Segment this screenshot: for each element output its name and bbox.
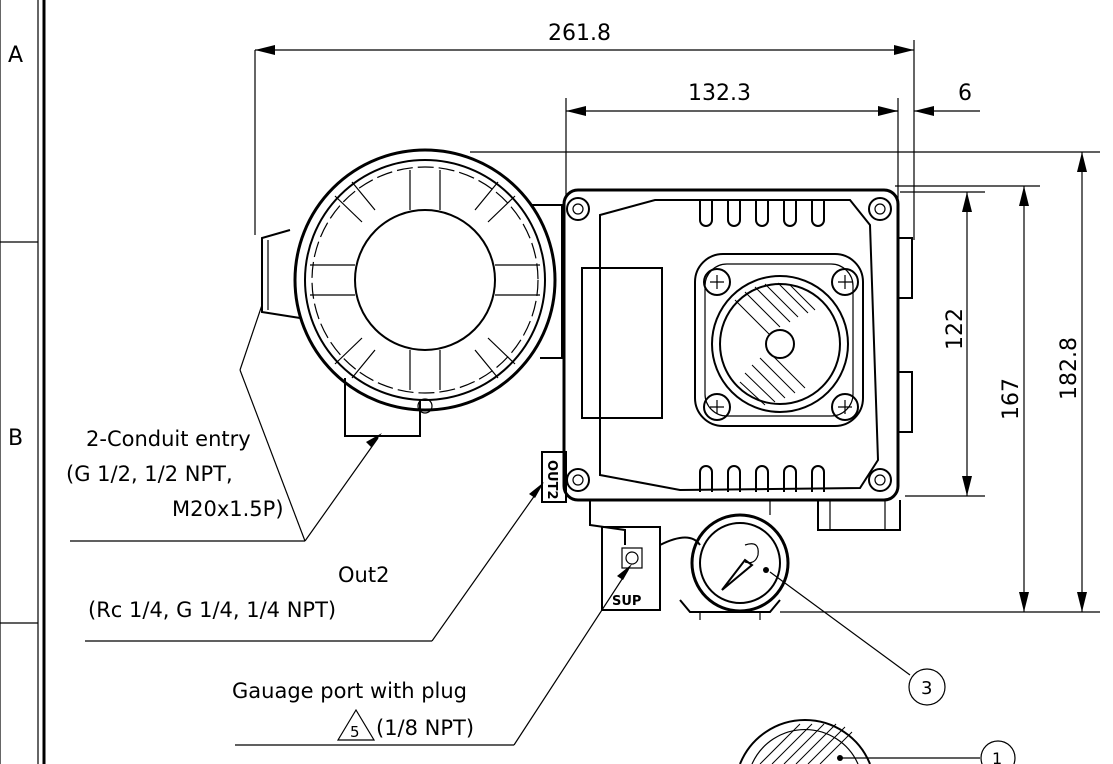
- dimension-overall-width: 261.8: [548, 21, 611, 46]
- terminal-housing: [261, 148, 563, 437]
- out2-note-line1: Out2: [338, 563, 389, 587]
- gauge-note-line2: (1/8 NPT): [376, 716, 474, 740]
- gauge-note-line1: Gauage port with plug: [232, 679, 467, 703]
- balloon-1: [980, 740, 1016, 764]
- conduit-note-line2: (G 1/2, 1/2 NPT,: [66, 462, 233, 486]
- conduit-note-line3: M20x1.5P): [172, 497, 284, 521]
- position-indicator: [694, 253, 864, 427]
- balloon-3-number: 3: [921, 678, 932, 699]
- zone-label-a: A: [8, 43, 23, 68]
- port-label-sup: SUP: [612, 594, 641, 609]
- section-detail: [739, 718, 871, 764]
- port-label-out2: OUT2: [544, 460, 559, 500]
- note-triangle: [336, 708, 376, 741]
- conduit-note-line1: 2-Conduit entry: [86, 427, 251, 451]
- note-triangle-number: 5: [350, 723, 360, 741]
- leader-lines: [70, 304, 980, 761]
- drawing-frame: [0, 0, 46, 764]
- main-body: [562, 188, 913, 531]
- balloon-3: [908, 668, 946, 706]
- dimension-body-height: 167: [999, 378, 1024, 420]
- out2-note-line2: (Rc 1/4, G 1/4, 1/4 NPT): [88, 598, 336, 622]
- zone-label-b: B: [8, 426, 23, 451]
- dimension-overall-height: 182.8: [1057, 337, 1082, 400]
- dimension-lines: [254, 40, 1100, 613]
- balloon-1-number: 1: [992, 749, 1002, 764]
- dimension-body-width: 132.3: [688, 81, 751, 106]
- dimension-offset: 6: [958, 81, 972, 106]
- manifold: [541, 451, 790, 620]
- dimension-inner-height: 122: [943, 308, 968, 350]
